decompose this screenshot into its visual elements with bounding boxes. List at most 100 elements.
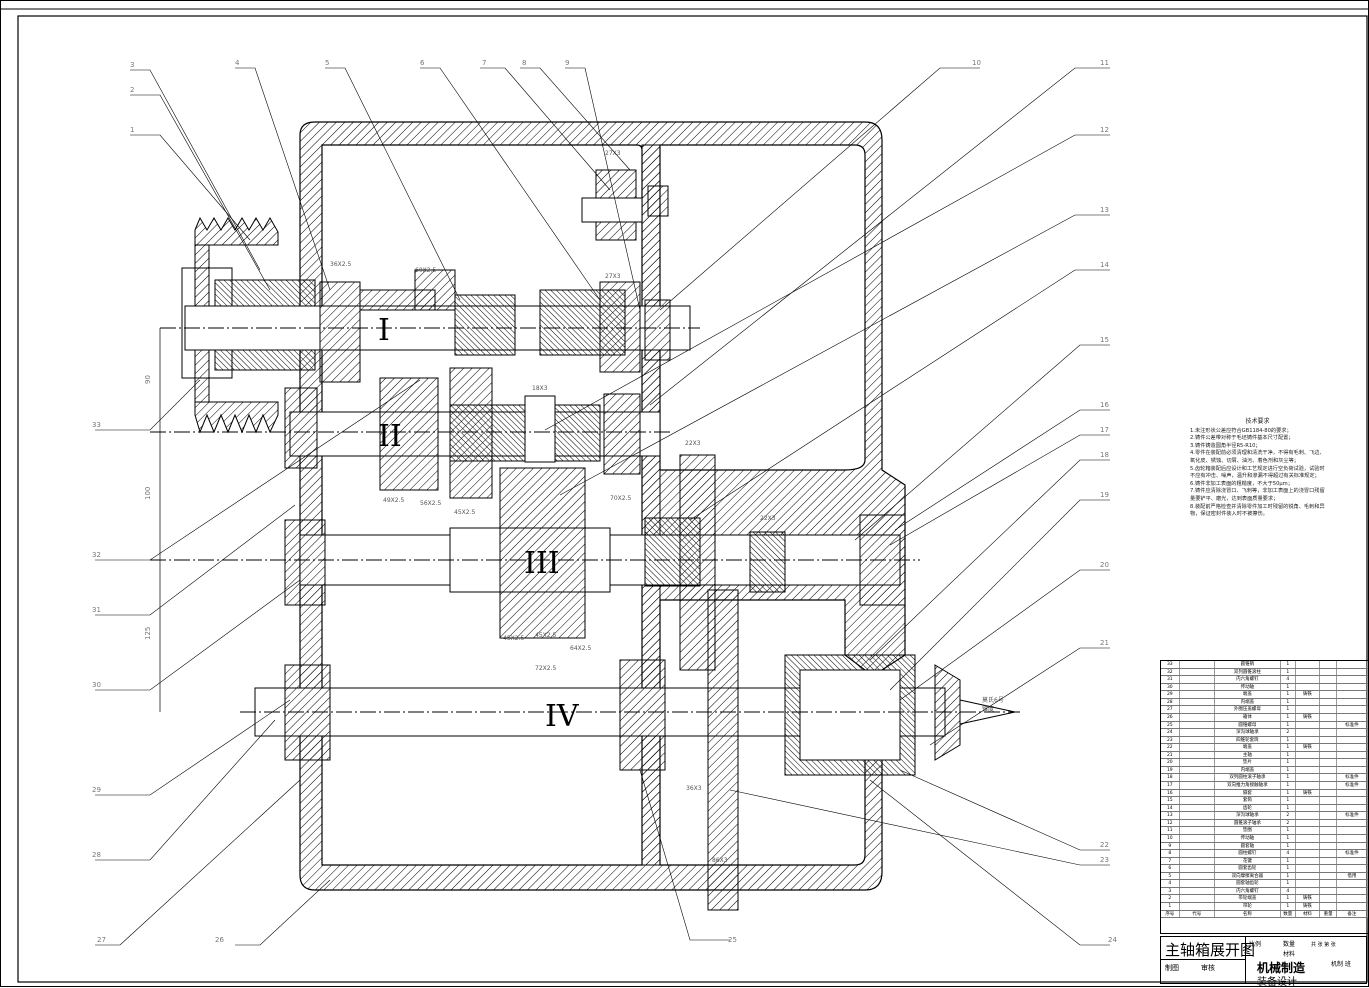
- bom-cell: [1180, 713, 1215, 721]
- drawing-frame: [17, 15, 1368, 983]
- bom-cell: [1320, 698, 1337, 706]
- svg-text:13: 13: [1100, 206, 1109, 214]
- shaft-label-iv: IV: [545, 699, 580, 734]
- drawing-name: 主轴箱展开图: [1165, 941, 1256, 959]
- bom-cell: 双列圆柱滚子轴承: [1215, 774, 1282, 781]
- bom-cell: [1320, 774, 1337, 781]
- bom-cell: 圆套轴齿轮: [1215, 880, 1282, 887]
- bom-cell: 1: [1281, 827, 1296, 834]
- bom-cell: 33: [1161, 661, 1180, 668]
- bom-cell: 传动轴: [1215, 834, 1282, 842]
- bom-cell: [1337, 668, 1368, 676]
- bom-cell: [1296, 872, 1321, 880]
- bom-cell: 1: [1281, 683, 1296, 691]
- bom-cell: [1337, 834, 1368, 842]
- bom-cell: [1296, 751, 1321, 759]
- bom-cell: [1337, 804, 1368, 812]
- bom-cell: 内六角螺钉: [1215, 676, 1282, 683]
- bom-cell: [1180, 661, 1215, 668]
- bom-cell: 四锥轮套筒: [1215, 736, 1282, 744]
- gear-note: 36X2.5: [330, 261, 351, 268]
- bom-cell: [1180, 789, 1215, 797]
- bom-cell: 标准件: [1337, 812, 1368, 819]
- bom-cell: 1: [1281, 804, 1296, 812]
- bom-cell: [1296, 819, 1321, 827]
- bom-cell: 28: [1161, 698, 1180, 706]
- bom-cell: 10: [1161, 834, 1180, 842]
- svg-text:8: 8: [522, 59, 526, 67]
- bom-cell: [1180, 827, 1215, 834]
- bom-cell: [1180, 698, 1215, 706]
- bom-cell: [1180, 842, 1215, 850]
- bom-cell: [1296, 797, 1321, 804]
- bom-cell: [1337, 827, 1368, 834]
- title-block: 主轴箱展开图 比例 数量 材料 制图 审核 机械制造 装备设计 机制 班 共 张…: [1160, 936, 1367, 988]
- tech-title: 技术要求: [1245, 418, 1270, 425]
- bom-cell: [1337, 766, 1368, 774]
- bom-cell: 2: [1281, 819, 1296, 827]
- bom-cell: [1296, 759, 1321, 766]
- bom-cell: 箱体: [1215, 713, 1282, 721]
- bom-cell: [1296, 804, 1321, 812]
- tech-item: 7.铸件应清除浇冒口、飞刺等，非加工表面上的浇冒口残留量要铲平、磨光，达到表面质…: [1190, 488, 1325, 502]
- bom-cell: 6: [1161, 865, 1180, 872]
- bom-cell: 双列圆锥滚柱: [1215, 668, 1282, 676]
- bom-cell: [1320, 721, 1337, 729]
- svg-text:15: 15: [1100, 336, 1109, 344]
- bom-cell: 1: [1281, 744, 1296, 751]
- bom-cell: 11: [1161, 827, 1180, 834]
- svg-text:12: 12: [1100, 126, 1109, 134]
- bom-cell: 1: [1281, 872, 1296, 880]
- svg-text:24: 24: [1108, 936, 1117, 944]
- bom-cell: 32: [1161, 668, 1180, 676]
- tech-item: 4.零件在装配前必须清理和清洗干净，不得有毛刺、飞边、氧化皮、锈蚀、切屑、油污、…: [1190, 450, 1325, 464]
- bom-cell: 1: [1281, 865, 1296, 872]
- bom-cell: [1180, 774, 1215, 781]
- gear-note: 22X3: [760, 515, 776, 522]
- bom-cell: 3: [1161, 887, 1180, 895]
- shaft-ii-assembly: [150, 367, 670, 499]
- bom-cell: [1180, 850, 1215, 857]
- bom-cell: 1: [1281, 782, 1296, 789]
- bom-cell: [1180, 766, 1215, 774]
- bom-header-cell: 备注: [1337, 910, 1368, 918]
- bom-cell: [1337, 880, 1368, 887]
- sheet-note: 共 张 第 张: [1311, 942, 1336, 948]
- bom-cell: 垫片: [1215, 759, 1282, 766]
- bom-cell: 圆柱螺钉: [1215, 850, 1282, 857]
- bom-cell: 12: [1161, 819, 1180, 827]
- dim-iii-iv: 125: [144, 627, 152, 640]
- bom-cell: [1320, 744, 1337, 751]
- bom-cell: 深沟球轴承: [1215, 729, 1282, 736]
- bom-cell: [1320, 819, 1337, 827]
- bom-cell: [1320, 850, 1337, 857]
- bom-cell: 标准件: [1337, 782, 1368, 789]
- bom-cell: 16: [1161, 789, 1180, 797]
- bom-cell: 1: [1281, 713, 1296, 721]
- bom-cell: [1337, 744, 1368, 751]
- bom-cell: [1337, 759, 1368, 766]
- bom-cell: [1337, 887, 1368, 895]
- bom-cell: [1320, 804, 1337, 812]
- bom-cell: 26: [1161, 713, 1180, 721]
- gear-note: 27X3: [605, 150, 621, 157]
- bom-cell: 4: [1281, 887, 1296, 895]
- bom-cell: [1320, 713, 1337, 721]
- bom-cell: 1: [1281, 842, 1296, 850]
- bom-cell: [1180, 676, 1215, 683]
- bom-cell: [1337, 903, 1368, 910]
- bom-cell: 30: [1161, 683, 1180, 691]
